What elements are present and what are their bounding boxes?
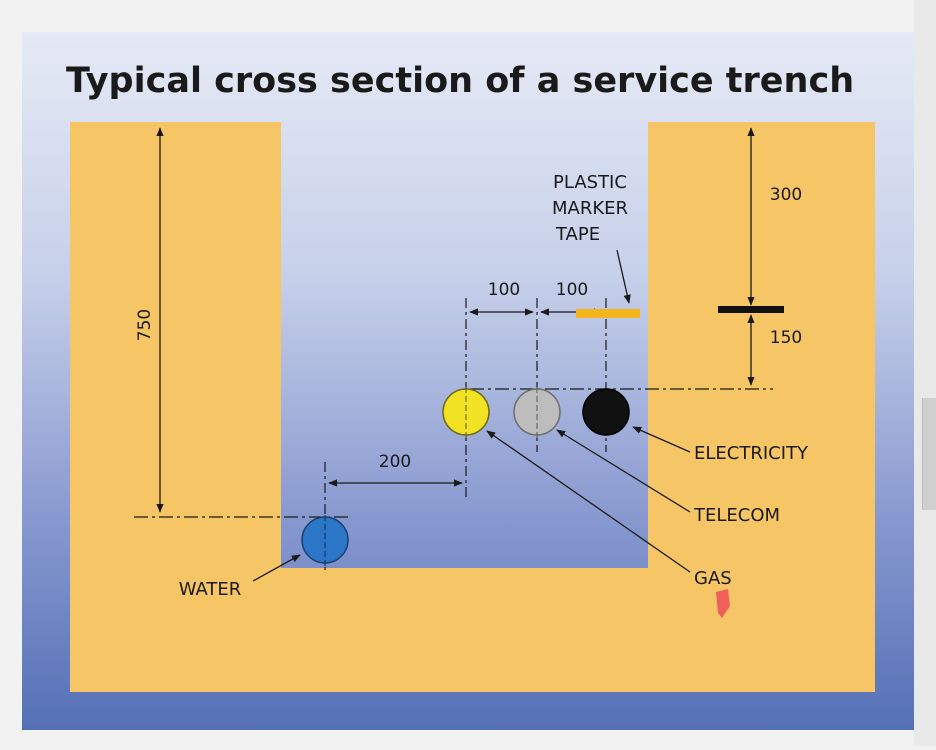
diagram-title: Typical cross section of a service trenc…	[66, 61, 854, 101]
telecom-leader	[556, 429, 691, 513]
scroll-tab[interactable]	[922, 398, 936, 510]
marker-tape-leader	[616, 249, 631, 304]
earth-fill	[70, 122, 875, 692]
electricity-label: ELECTRICITY	[694, 443, 809, 464]
water-gas-dimension-label: 200	[379, 452, 411, 472]
marker-tape-label-line2: MARKER	[552, 198, 628, 219]
tape-level-bar	[718, 306, 784, 313]
electricity-cable	[582, 388, 630, 436]
marker-tape-label-line1: PLASTIC	[553, 172, 627, 193]
cover-dimension-label: 300	[770, 185, 802, 205]
water-label: WATER	[179, 579, 242, 600]
gas-label: GAS	[694, 568, 732, 589]
telecom-label: TELECOM	[693, 505, 780, 526]
tape-depth-dimension-label: 150	[770, 328, 802, 348]
window-edge-strip	[914, 0, 936, 746]
plastic-marker-tape	[576, 309, 640, 318]
telecom-electricity-dimension-label: 100	[556, 280, 588, 300]
electricity-leader	[632, 426, 691, 453]
depth-dimension-label: 750	[135, 309, 155, 341]
marker-tape-label-line3: TAPE	[555, 224, 600, 245]
water-leader	[252, 554, 301, 582]
red-annotation-mark	[716, 589, 730, 618]
gas-leader	[486, 430, 691, 573]
gas-telecom-dimension-label: 100	[488, 280, 520, 300]
